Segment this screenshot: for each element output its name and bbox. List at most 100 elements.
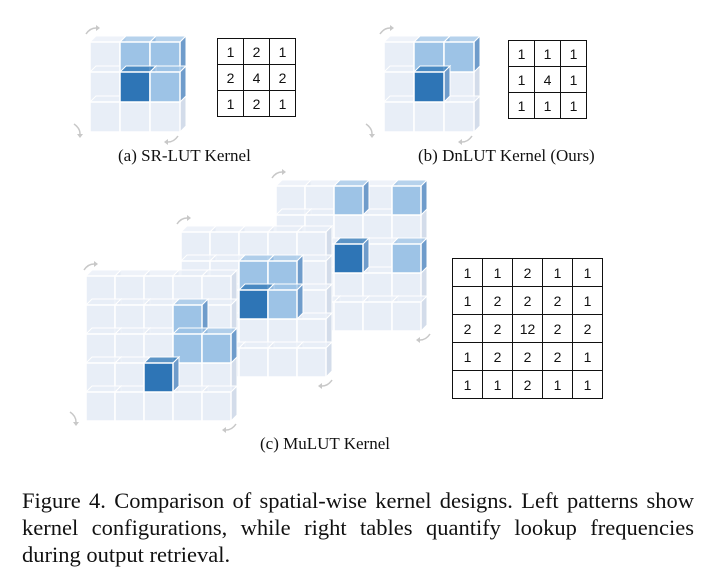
rotation-arrow-icon — [461, 135, 473, 143]
kernel-cell — [143, 391, 174, 422]
table-cell: 1 — [534, 92, 561, 119]
kernel-cell-active-side — [443, 64, 451, 104]
kernel-cell-side — [420, 294, 428, 333]
kernel-cell-active-side — [420, 236, 428, 275]
kernel-cell — [238, 347, 269, 378]
kernel-cell — [149, 101, 181, 133]
kernel-cell-active — [267, 289, 298, 320]
mulut-kernel-diagram — [69, 169, 431, 433]
rotation-arrow-icon — [167, 135, 179, 143]
rotation-arrow-icon — [365, 123, 373, 135]
rotation-arrow-icon — [419, 333, 431, 341]
table-cell: 1 — [508, 66, 535, 93]
table-cell: 1 — [482, 258, 513, 287]
caption-mulut: (c) MuLUT Kernel — [260, 434, 390, 453]
table-cell: 1 — [452, 258, 483, 287]
table-cell: 1 — [560, 92, 587, 119]
rotation-arrowhead-icon — [94, 261, 98, 267]
kernel-cell — [119, 101, 151, 133]
table-cell: 2 — [482, 286, 513, 315]
table-cell: 2 — [542, 342, 573, 371]
kernel-cell-active-side — [362, 178, 370, 217]
kernel-cell — [267, 347, 298, 378]
table-cell: 1 — [572, 342, 603, 371]
table-cell: 2 — [243, 38, 270, 65]
rotation-arrowhead-icon — [369, 134, 375, 138]
kernel-cell-active-side — [420, 178, 428, 217]
table-cell: 2 — [243, 90, 270, 117]
table-cell: 1 — [508, 92, 535, 119]
table-cell: 1 — [217, 38, 244, 65]
caption-dnlut: (b) DnLUT Kernel (Ours) — [418, 146, 595, 165]
table-cell: 1 — [269, 38, 296, 65]
table-cell: 2 — [542, 314, 573, 343]
rotation-arrow-icon — [85, 27, 97, 35]
kernel-cell-active — [413, 71, 445, 103]
kernel-cell — [383, 101, 415, 133]
rotation-arrowhead-icon — [77, 134, 83, 138]
table-cell: 2 — [512, 342, 543, 371]
kernel-cell-active — [143, 362, 174, 393]
table-cell: 1 — [508, 40, 535, 67]
table-cell: 1 — [217, 90, 244, 117]
table-cell: 1 — [572, 286, 603, 315]
kernel-cell — [89, 101, 121, 133]
kernel-cell-active — [119, 71, 151, 103]
table-cell: 2 — [512, 286, 543, 315]
kernel-cell-active — [149, 71, 181, 103]
table-cell: 2 — [482, 342, 513, 371]
rotation-arrowhead-icon — [390, 25, 394, 31]
table-cell: 2 — [512, 258, 543, 287]
table-cell: 1 — [560, 66, 587, 93]
rotation-arrowhead-icon — [282, 169, 286, 175]
table-cell: 1 — [542, 370, 573, 399]
rotation-arrow-icon — [379, 27, 391, 35]
table-cell: 2 — [269, 64, 296, 91]
table-cell: 1 — [482, 370, 513, 399]
table-cell: 1 — [534, 40, 561, 67]
kernel-cell-active — [201, 333, 232, 364]
kernel-cell-active — [333, 243, 364, 274]
kernel-cell-active-side — [473, 34, 481, 74]
table-cell: 4 — [534, 66, 561, 93]
table-cell: 1 — [572, 370, 603, 399]
rotation-arrow-icon — [69, 411, 77, 423]
kernel-cell — [296, 347, 327, 378]
caption-sr-lut: (a) SR-LUT Kernel — [118, 146, 251, 165]
table-cell: 2 — [542, 286, 573, 315]
table-cell: 1 — [452, 370, 483, 399]
table-cell: 1 — [452, 286, 483, 315]
kernel-cell — [333, 301, 364, 332]
table-cell: 1 — [269, 90, 296, 117]
kernel-cell — [114, 391, 145, 422]
table-cell: 2 — [217, 64, 244, 91]
kernel-cell — [413, 101, 445, 133]
table-cell: 4 — [243, 64, 270, 91]
table-cell: 1 — [542, 258, 573, 287]
figure-caption: Figure 4. Comparison of spatial-wise ker… — [22, 488, 694, 567]
kernel-cell — [172, 391, 203, 422]
kernel-cell-side — [325, 340, 333, 379]
rotation-arrowhead-icon — [96, 25, 100, 31]
kernel-cell-active-side — [172, 355, 180, 394]
kernel-cell — [201, 391, 232, 422]
rotation-arrow-icon — [73, 123, 81, 135]
kernel-cell-active — [333, 185, 364, 216]
table-cell: 2 — [482, 314, 513, 343]
kernel-cell-active-side — [362, 236, 370, 275]
kernel-cell-active — [238, 289, 269, 320]
rotation-arrowhead-icon — [73, 422, 79, 426]
rotation-arrow-icon — [176, 217, 188, 225]
